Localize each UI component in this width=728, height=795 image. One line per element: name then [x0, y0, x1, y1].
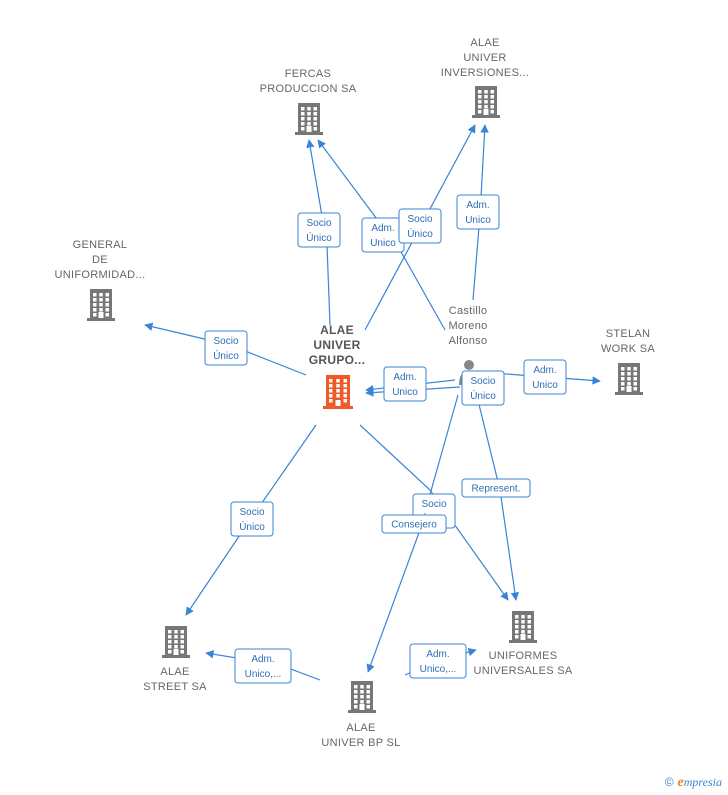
edge-label-box	[383, 366, 427, 402]
node-label: STELAN	[606, 328, 651, 340]
node-label: PRODUCCION SA	[260, 83, 357, 95]
edge-label-text: Socio	[421, 499, 446, 510]
edge-label[interactable]: Adm. Unico	[456, 194, 500, 230]
building-icon	[295, 103, 323, 135]
edge-label-text: Unico	[532, 380, 558, 391]
edge-label-text: Socio	[407, 214, 432, 225]
node-label: INVERSIONES...	[441, 67, 530, 79]
edge-label[interactable]: Consejero	[381, 514, 447, 534]
node-label: GENERAL	[73, 239, 128, 251]
node-label: Moreno	[448, 320, 487, 332]
edge-label-text: Único	[213, 349, 239, 362]
edge-label[interactable]: Adm. Unico	[383, 366, 427, 402]
edge-label[interactable]: Adm. Unico,...	[409, 643, 467, 679]
node-label: ALAE	[160, 666, 189, 678]
node-alae_inv[interactable]: ALAE UNIVER INVERSIONES...	[441, 37, 530, 118]
node-label: ALAE	[346, 722, 375, 734]
edge-label-text: Adm.	[533, 365, 556, 376]
building-icon	[162, 626, 190, 658]
edge-label-box	[523, 359, 567, 395]
edge-label-box	[461, 478, 531, 498]
edge-label-text: Unico	[370, 238, 396, 249]
node-label: UNIVER	[313, 338, 360, 352]
edge-label-text: Socio	[239, 507, 264, 518]
node-label: UNIFORMES	[489, 650, 558, 662]
building-icon	[615, 363, 643, 395]
edge-label-text: Único	[239, 520, 265, 533]
edge-label-box	[297, 212, 341, 248]
edge-label-box	[409, 643, 467, 679]
edge-label-box	[204, 330, 248, 366]
edge-label-text: Represent.	[472, 484, 521, 495]
building-icon	[87, 289, 115, 321]
edge-label-text: Único	[470, 389, 496, 402]
edge-labels-layer: SocioÚnicoAdm.UnicoSocioÚnicoAdm.UnicoSo…	[204, 194, 567, 684]
edge-label-text: Adm.	[426, 649, 449, 660]
node-label: UNIFORMIDAD...	[55, 269, 146, 281]
node-general[interactable]: GENERAL DE UNIFORMIDAD...	[55, 239, 146, 321]
node-label: DE	[92, 254, 108, 266]
edge-label-text: Socio	[306, 218, 331, 229]
edge-label-text: Adm.	[371, 223, 394, 234]
node-label: UNIVER BP SL	[321, 737, 400, 749]
brand-name: mpresia	[683, 775, 722, 789]
edge-label-text: Unico	[465, 215, 491, 226]
node-fercas[interactable]: FERCAS PRODUCCION SA	[260, 68, 357, 135]
edge-label[interactable]: Adm. Unico,...	[234, 648, 292, 684]
node-alae_grupo[interactable]: ALAEUNIVERGRUPO...	[309, 323, 365, 409]
edge-label-box	[230, 501, 274, 537]
brand-initial: e	[677, 775, 684, 790]
node-label: UNIVER	[463, 52, 506, 64]
node-uniformes[interactable]: UNIFORMES UNIVERSALES SA	[474, 611, 573, 677]
node-label: FERCAS	[285, 68, 331, 80]
edge-label-text: Adm.	[251, 654, 274, 665]
edge-label-box	[398, 208, 442, 244]
edge-label-text: Consejero	[391, 520, 437, 531]
edges-layer	[144, 124, 601, 681]
brand-footer[interactable]: ©empresia	[665, 775, 722, 791]
edge-label-text: Único	[306, 231, 332, 244]
edge-label-text: Socio	[213, 336, 238, 347]
edge-label-text: Unico,...	[245, 669, 282, 680]
edge-label-box	[456, 194, 500, 230]
edge-label-box	[234, 648, 292, 684]
building-icon	[348, 681, 376, 713]
node-label: STREET SA	[143, 681, 207, 693]
node-label: WORK SA	[601, 343, 655, 355]
edge-label-text: Unico,...	[420, 664, 457, 675]
edge-label-text: Adm.	[466, 200, 489, 211]
node-label: Alfonso	[449, 335, 488, 347]
building-icon	[509, 611, 537, 643]
node-stelan[interactable]: STELAN WORK SA	[601, 328, 655, 395]
edge-label-text: Unico	[392, 387, 418, 398]
node-label: Castillo	[449, 305, 487, 317]
edge-label-box	[461, 370, 505, 406]
edge-label-text: Adm.	[393, 372, 416, 383]
edge-label-text: Socio	[470, 376, 495, 387]
node-alae_bp[interactable]: ALAE UNIVER BP SL	[321, 681, 400, 749]
edge-alae_grupo-to-uniformes	[359, 424, 509, 601]
building-icon	[323, 375, 353, 409]
node-label: UNIVERSALES SA	[474, 665, 573, 677]
building-icon	[472, 86, 500, 118]
node-label: ALAE	[320, 323, 354, 337]
copyright-icon: ©	[664, 775, 674, 789]
edge-label[interactable]: Adm. Unico	[361, 217, 405, 253]
edge-label-text: Único	[407, 227, 433, 240]
edge-label[interactable]: Represent.	[461, 478, 531, 498]
edge-label[interactable]: Adm. Unico	[523, 359, 567, 395]
node-label: ALAE	[470, 37, 499, 49]
edge-label-box	[381, 514, 447, 534]
node-label: GRUPO...	[309, 353, 365, 367]
node-alae_street[interactable]: ALAE STREET SA	[143, 626, 207, 693]
